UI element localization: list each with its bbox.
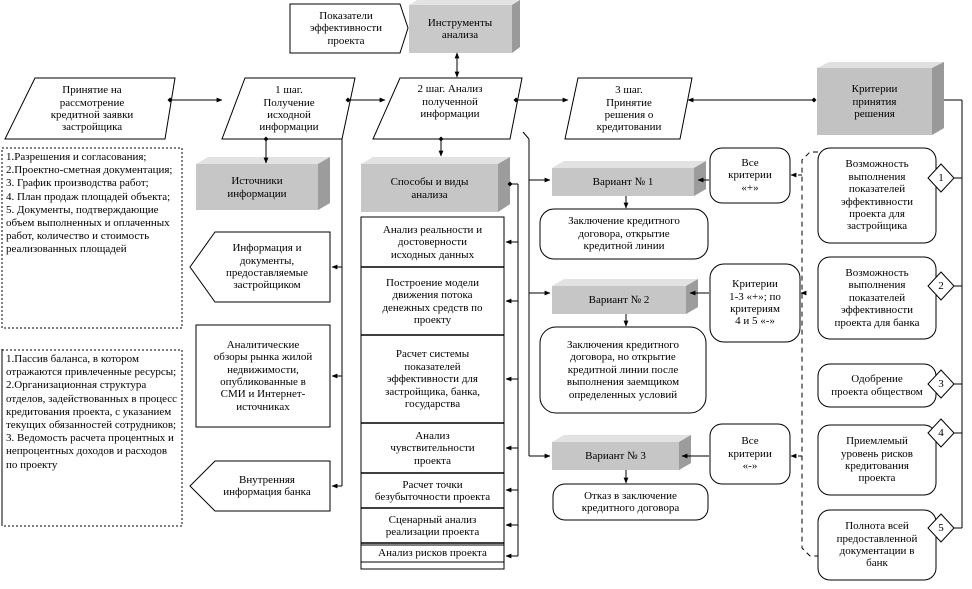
source-item-3-shape xyxy=(189,460,331,512)
sources-block xyxy=(196,157,330,210)
documents-box xyxy=(1,147,183,329)
criterion-4-label: Приемлемый уровень рисков кредитования п… xyxy=(841,435,913,485)
criterion-5-diamond xyxy=(927,513,955,543)
method-item-2: Построение модели движения потока денежн… xyxy=(382,276,483,326)
method-item-3: Расчет системы показателей эффективности… xyxy=(384,348,481,411)
variant-3-block xyxy=(552,435,691,470)
criterion-5-number: 5 xyxy=(938,522,944,534)
source-item-1-shape xyxy=(189,231,331,303)
method-item-1: Анализ реальности и достоверности исходн… xyxy=(382,223,483,261)
criterion-1-label: Возможность выполнения показателей эффек… xyxy=(840,158,914,233)
bank-box xyxy=(1,349,183,527)
step1-label: 1 шаг. Получение исходной информации xyxy=(259,84,319,134)
criterion-5-label: Полнота всей предоставленной документаци… xyxy=(836,520,918,570)
documents-list: 1.Разрешения и согласования; 2.Проектно-… xyxy=(6,151,173,256)
method-item-7: Анализ рисков проекта xyxy=(378,547,487,560)
variant-3-criteria-shape xyxy=(709,423,791,485)
source-item-2-shape xyxy=(195,324,331,428)
method-item-6: Сценарный анализ реализации проекта xyxy=(385,513,480,538)
variant-2-result-shape xyxy=(539,326,707,414)
bank-list: 1.Пассив баланса, в котором отражаются п… xyxy=(6,353,178,471)
step2-shape xyxy=(372,77,523,140)
step2-label: 2 шаг. Анализ полученной информации xyxy=(417,83,483,121)
source-item-3: Внутренняя информация банка xyxy=(223,473,311,498)
variant-3-result-shape xyxy=(552,483,709,521)
variant-3-title: Вариант № 3 xyxy=(585,450,646,463)
criterion-5-shape xyxy=(817,509,937,581)
accept-label: Принятие на рассмотрение кредитной заявк… xyxy=(50,84,134,134)
criterion-2-label: Возможность выполнения показателей эффек… xyxy=(834,266,920,329)
criteria-bracket xyxy=(801,151,818,557)
variant-2-block xyxy=(552,279,698,314)
criterion-4-number: 4 xyxy=(938,427,944,439)
source-item-1: Информация и документы, предоставляемые … xyxy=(226,242,308,292)
criterion-3-number: 3 xyxy=(938,378,944,390)
criterion-1-diamond xyxy=(927,163,955,193)
criterion-4-diamond xyxy=(927,418,955,448)
source-item-2: Аналитические обзоры рынка жилой недвижи… xyxy=(213,338,313,413)
variant-1-criteria-shape xyxy=(709,147,791,204)
indicators-shape xyxy=(289,3,409,54)
methods-title: Способы и виды анализа xyxy=(390,176,469,201)
step3-shape xyxy=(564,77,693,140)
variant-2-title: Вариант № 2 xyxy=(588,294,650,307)
variant-2-result: Заключения кредитного договора, но откры… xyxy=(566,338,680,401)
criterion-2-diamond xyxy=(927,271,955,301)
criterion-2-shape xyxy=(817,256,937,340)
variant-3-criteria: Все критерии «-» xyxy=(728,435,772,473)
indicators-label: Показатели эффективности проекта xyxy=(309,9,383,47)
criterion-3-diamond xyxy=(927,369,955,399)
criterion-3-label: Одобрение проекта обществом xyxy=(831,373,923,398)
methods-block xyxy=(361,157,510,212)
sources-title: Источники информации xyxy=(227,175,287,200)
tools-block xyxy=(409,0,520,53)
criterion-2-number: 2 xyxy=(938,280,944,292)
variant-3-result: Отказ в заключение кредитного договора xyxy=(581,489,680,514)
accept-shape xyxy=(4,77,176,140)
variant-2-criteria-shape xyxy=(709,263,801,343)
tools-label: Инструменты анализа xyxy=(427,16,493,41)
methods-list-box xyxy=(360,216,505,570)
criterion-1-number: 1 xyxy=(938,172,944,184)
variant-1-title: Вариант № 1 xyxy=(592,176,654,189)
step3-label: 3 шаг. Принятие решения о кредитовании xyxy=(596,84,662,134)
variant-1-result: Заключение кредитного договора, открытие… xyxy=(568,215,680,253)
variant-2-criteria: Критерии 1-3 «+»; по критериям 4 и 5 «-» xyxy=(729,278,781,328)
criterion-4-shape xyxy=(817,424,937,496)
method-item-5: Расчет точки безубыточности проекта xyxy=(374,478,491,503)
variant-1-result-shape xyxy=(539,208,709,260)
method-item-4: Анализ чувствительности проекта xyxy=(390,429,475,467)
criterion-1-shape xyxy=(817,147,937,244)
criteria-label: Критерии принятия решения xyxy=(851,83,898,121)
variant-1-criteria: Все критерии «+» xyxy=(728,156,772,194)
criteria-block xyxy=(817,62,944,135)
variant-1-block xyxy=(552,161,706,196)
